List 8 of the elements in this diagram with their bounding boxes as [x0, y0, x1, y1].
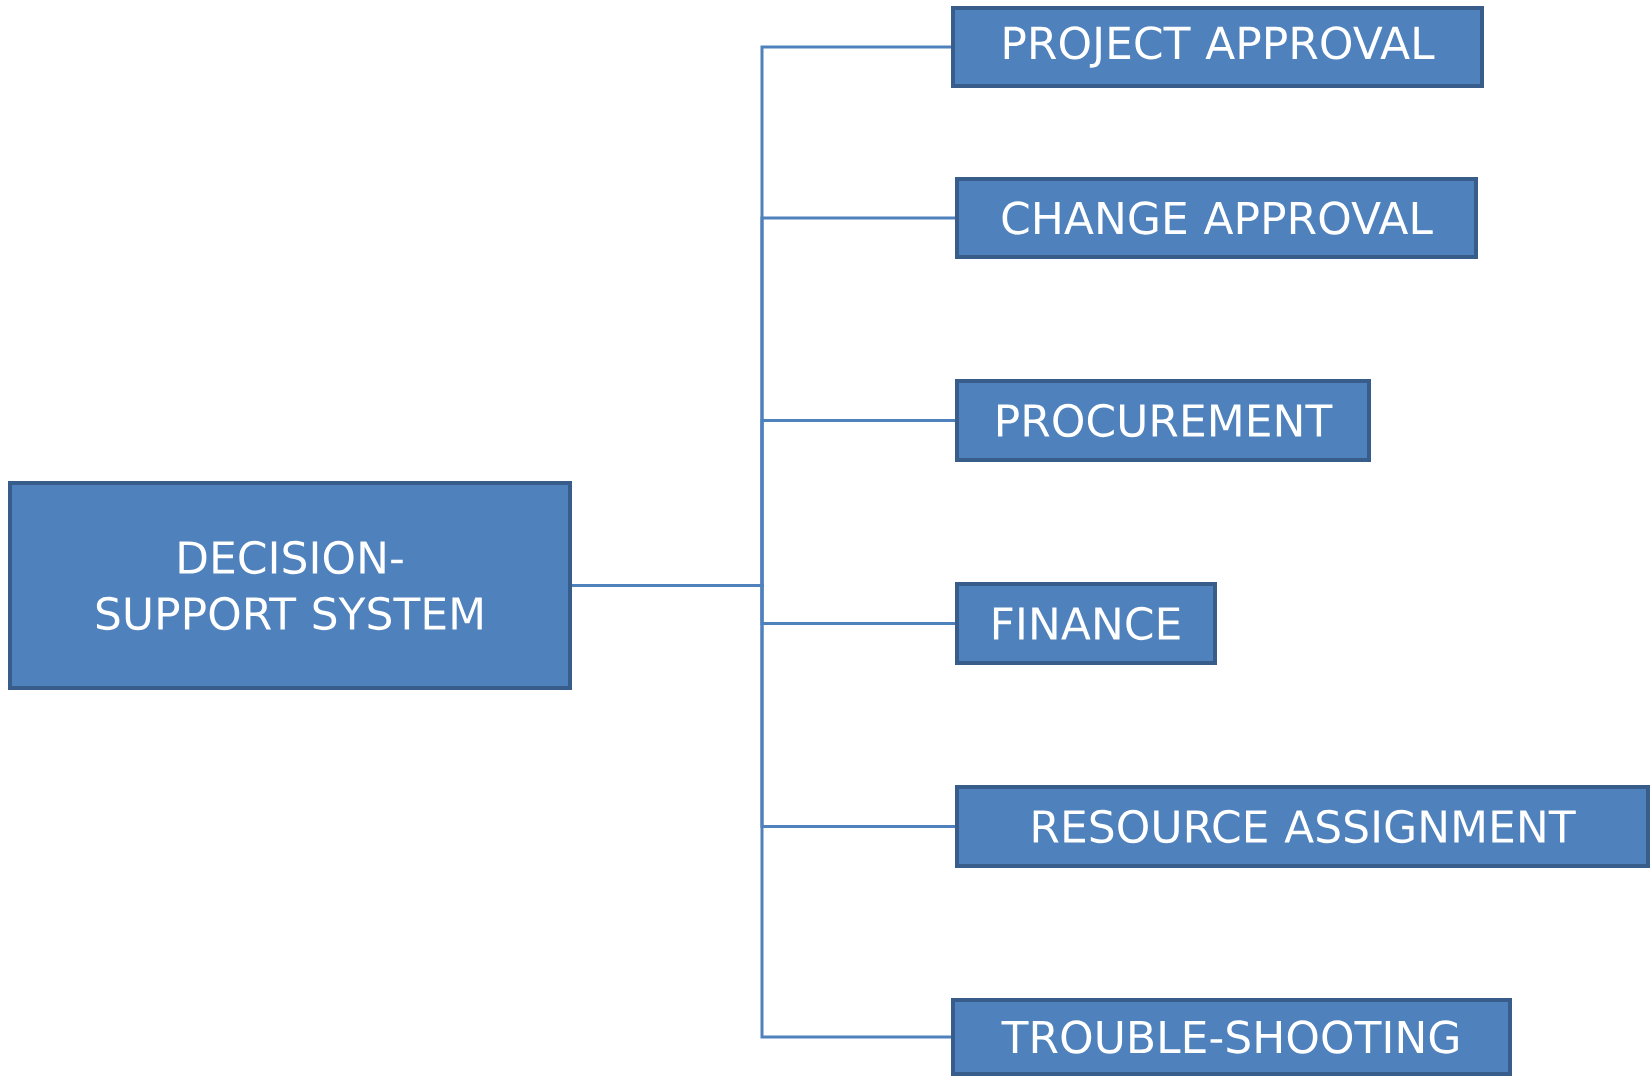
- connector-line: [572, 584, 951, 1039]
- category-box: RESOURCE ASSIGNMENT: [955, 785, 1650, 868]
- category-box: CHANGE APPROVAL: [955, 177, 1478, 259]
- category-box: PROJECT APPROVAL: [951, 6, 1484, 88]
- system-box: DECISION-SUPPORT SYSTEM: [8, 481, 572, 690]
- category-box: FINANCE: [955, 582, 1217, 665]
- category-box: PROCUREMENT: [955, 379, 1371, 462]
- category-box: TROUBLE-SHOOTING: [951, 998, 1512, 1076]
